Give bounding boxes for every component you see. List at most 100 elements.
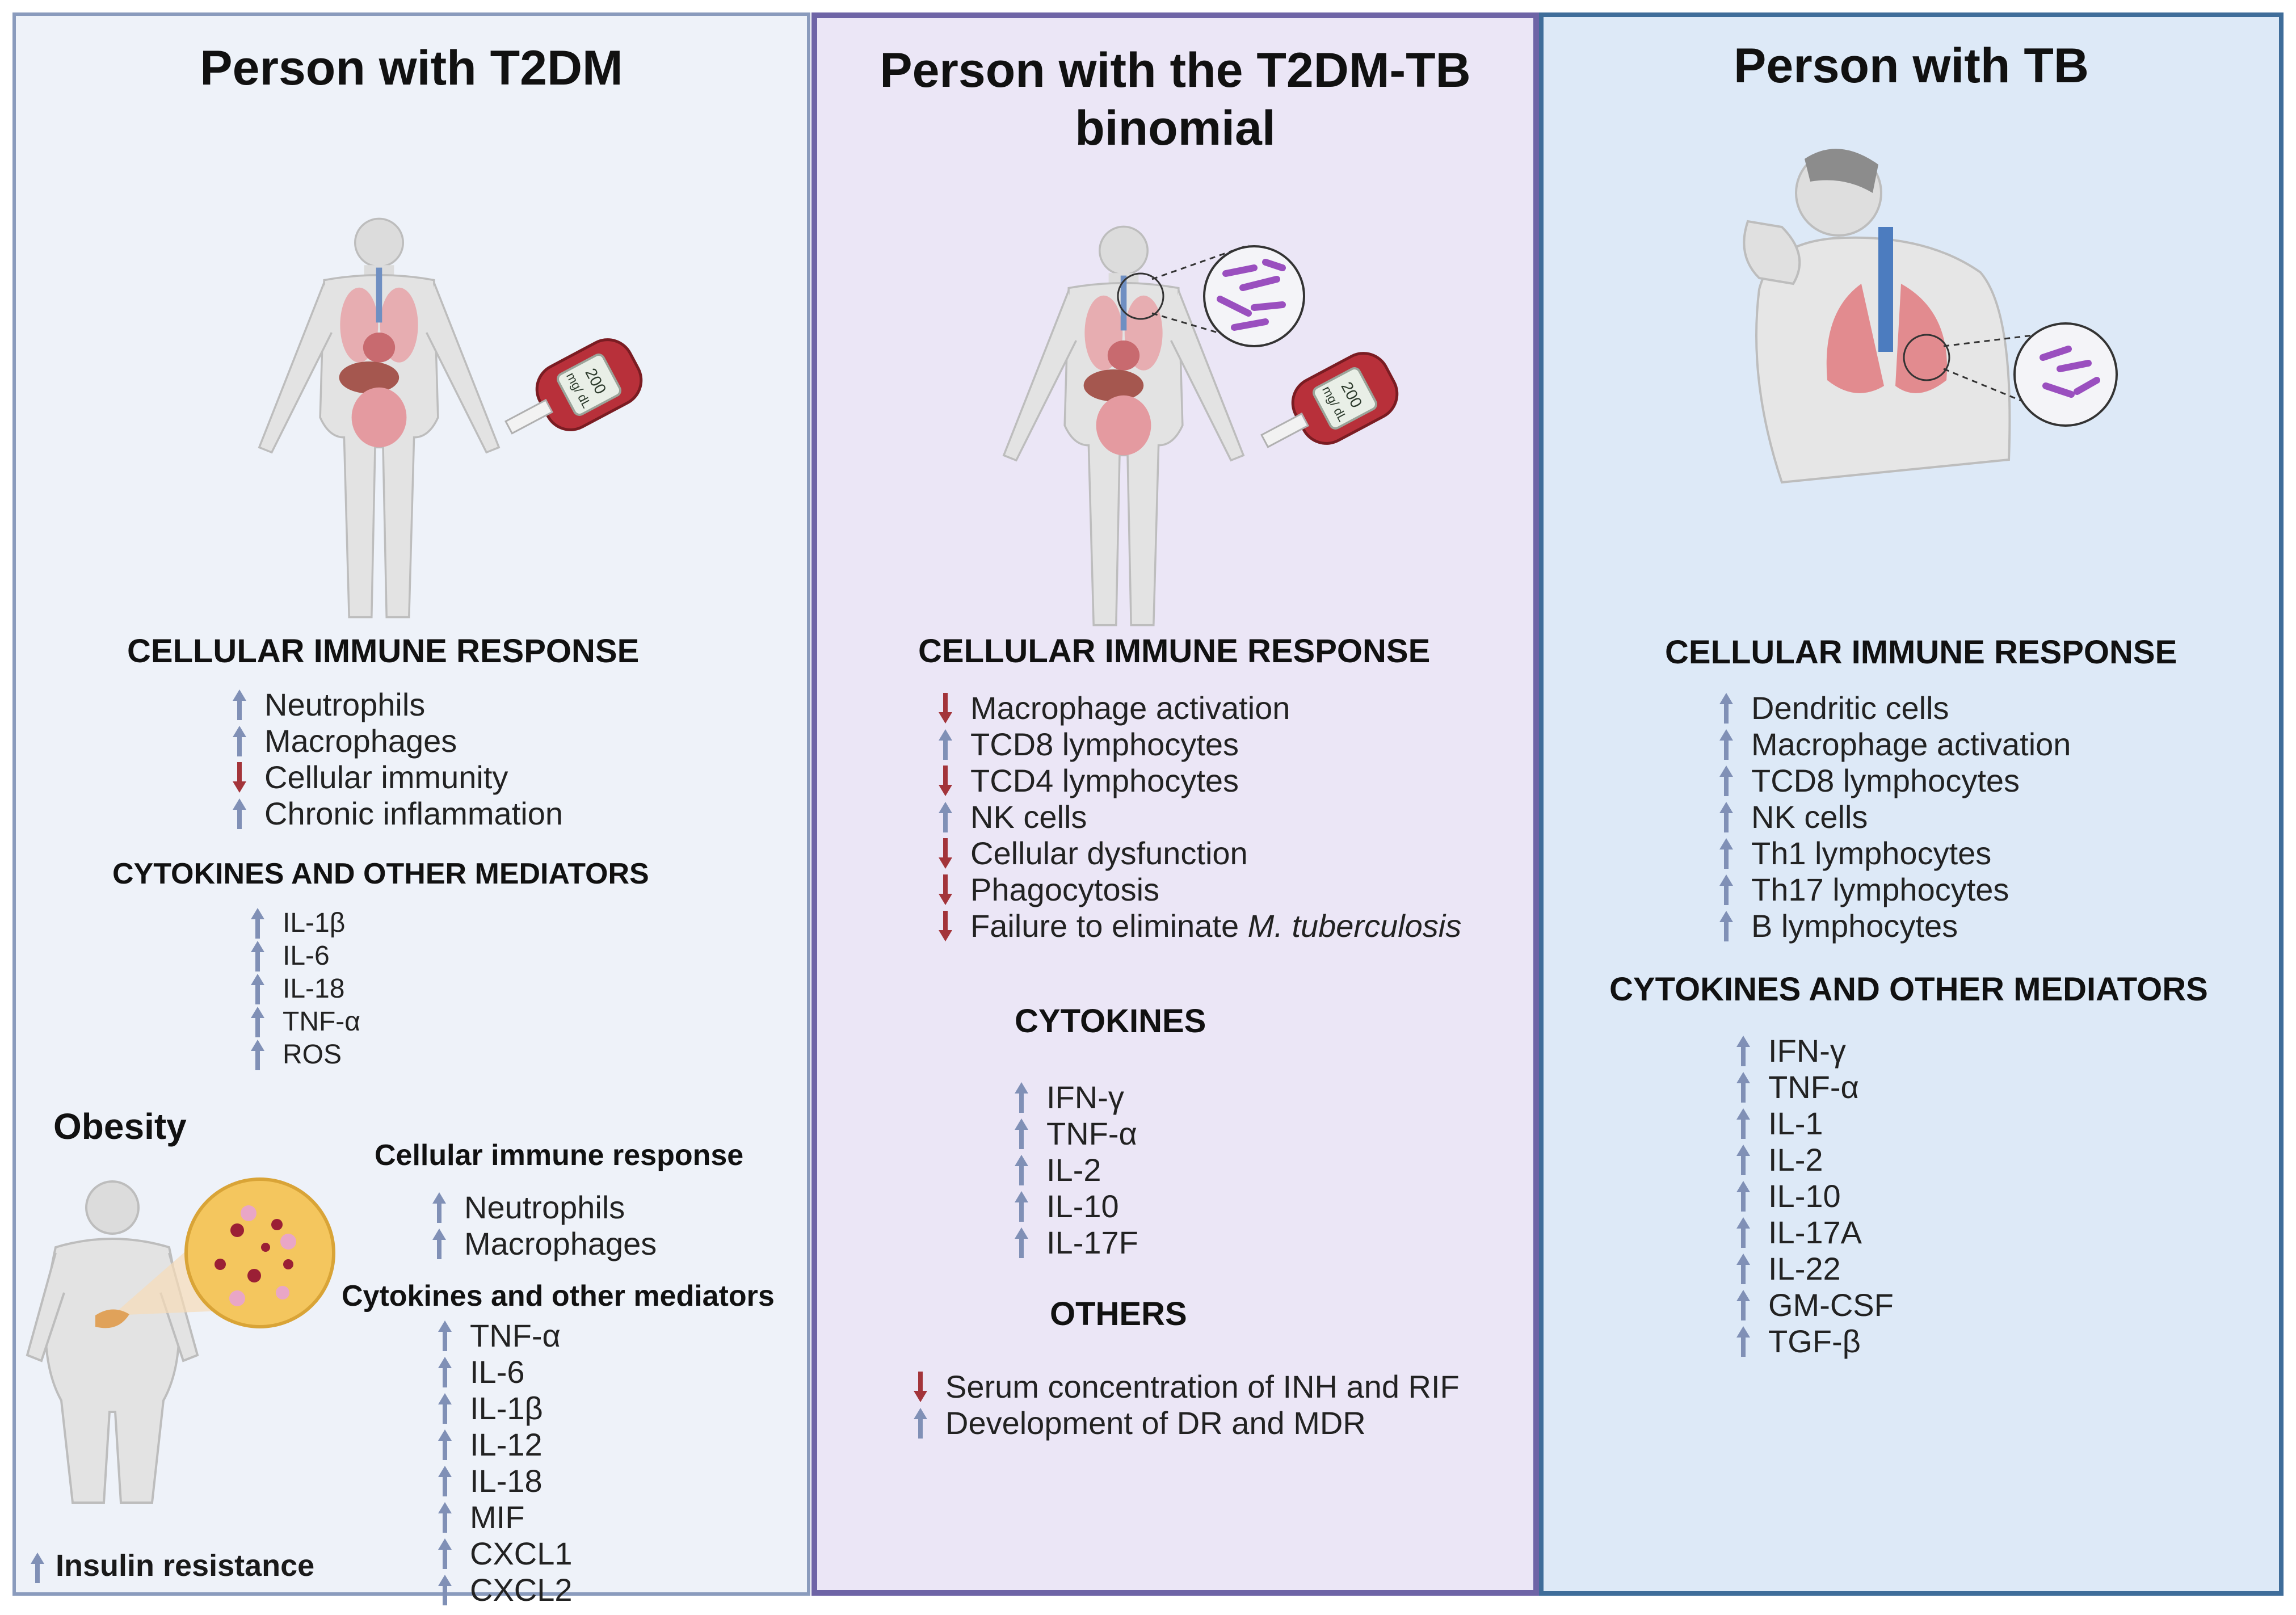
list-item-label: Cellular immunity — [264, 759, 508, 795]
fist-icon — [1743, 220, 1801, 285]
list-item-label: IL-12 — [470, 1427, 543, 1462]
list-item-label: TNF-α — [1768, 1069, 1859, 1105]
up-arrow-icon — [251, 908, 264, 939]
list-item-label: Neutrophils — [464, 1189, 625, 1225]
up-arrow-icon — [438, 1466, 452, 1496]
list-item-label: Failure to eliminate — [970, 908, 1248, 944]
up-arrow-icon — [438, 1393, 452, 1424]
panel-t2dm: Person with T2DM 200 mg/ dL CELLULAR IMM… — [12, 12, 810, 1608]
list-item: TGF-β — [1729, 1323, 1894, 1360]
list-item-label: MIF — [470, 1499, 525, 1535]
up-arrow-icon — [914, 1408, 927, 1439]
list-item-label: IL-1β — [283, 908, 346, 938]
up-arrow-icon — [31, 1552, 44, 1583]
list-item: Th1 lymphocytes — [1712, 835, 2071, 872]
list-item-label: CXCL2 — [470, 1572, 573, 1608]
list-item-label: TNF-α — [1046, 1116, 1137, 1151]
down-arrow-icon — [939, 766, 952, 796]
up-arrow-icon — [1719, 874, 1733, 905]
list-item: IL-18 — [430, 1463, 573, 1499]
list-item-label: IL-18 — [283, 974, 345, 1004]
list-item-label: GM-CSF — [1768, 1287, 1894, 1323]
up-arrow-icon — [1736, 1036, 1750, 1066]
list-item: IL-12 — [430, 1427, 573, 1463]
up-arrow-icon — [1736, 1181, 1750, 1212]
cellular-response-heading: CELLULAR IMMUNE RESPONSE — [918, 633, 1431, 670]
list-item: Neutrophils — [424, 1189, 657, 1226]
panel-title-line1: Person with the T2DM-TB — [880, 43, 1471, 98]
up-arrow-icon — [233, 726, 246, 756]
list-item: TNF-α — [430, 1318, 573, 1354]
up-arrow-icon — [1015, 1191, 1028, 1222]
up-arrow-icon — [1719, 693, 1733, 724]
list-item: IL-1β — [243, 907, 360, 940]
up-arrow-icon — [251, 974, 264, 1004]
list-item: Neutrophils — [225, 687, 563, 723]
list-item-label: IL-1β — [470, 1390, 543, 1426]
obesity-cytokines-heading: Cytokines and other mediators — [342, 1280, 775, 1313]
glucometer-icon: 200 mg/ dL — [1249, 344, 1406, 471]
list-item-label: Th1 lymphocytes — [1751, 835, 1992, 871]
up-arrow-icon — [1015, 1227, 1028, 1258]
list-item-label: IL-10 — [1768, 1178, 1841, 1214]
list-item-label: Th17 lymphocytes — [1751, 872, 2009, 907]
cellular-response-heading: CELLULAR IMMUNE RESPONSE — [127, 633, 640, 670]
list-item-label: CXCL1 — [470, 1536, 573, 1571]
cytokines-heading: CYTOKINES AND OTHER MEDIATORS — [1609, 971, 2208, 1008]
list-item-label: Development of DR and MDR — [945, 1405, 1366, 1441]
list-item: TNF-α — [1007, 1116, 1138, 1152]
list-item: TNF-α — [243, 1006, 360, 1038]
up-arrow-icon — [432, 1229, 446, 1259]
list-item: IL-10 — [1007, 1188, 1138, 1225]
list-item: IL-1β — [430, 1390, 573, 1427]
list-item: NK cells — [1712, 799, 2071, 835]
list-item-label: IL-10 — [1046, 1188, 1119, 1224]
list-item: IFN-γ — [1007, 1079, 1138, 1116]
list-item-label: IL-17F — [1046, 1225, 1138, 1260]
up-arrow-icon — [1736, 1254, 1750, 1284]
down-arrow-icon — [914, 1372, 927, 1402]
coughing-person-illustration — [1743, 149, 2118, 484]
panel-tb: Person with TB CELLULAR IMMUNE RESPONSE … — [1539, 12, 2284, 1596]
list-item: IL-17F — [1007, 1225, 1138, 1261]
list-item: Dendritic cells — [1712, 690, 2071, 726]
list-item: Failure to eliminate M. tuberculosis — [931, 908, 1461, 944]
list-item-label: Phagocytosis — [970, 872, 1160, 907]
up-arrow-icon — [233, 689, 246, 720]
list-item-label: IFN-γ — [1768, 1033, 1846, 1069]
list-item: Macrophage activation — [931, 690, 1461, 726]
up-arrow-icon — [1719, 838, 1733, 869]
up-arrow-icon — [432, 1192, 446, 1223]
list-item-label: Macrophage activation — [1751, 726, 2071, 762]
bacteria-zoom-icon — [2013, 322, 2118, 427]
list-item: Serum concentration of INH and RIF — [906, 1369, 1460, 1405]
list-item: Th17 lymphocytes — [1712, 872, 2071, 908]
list-item-label: Serum concentration of INH and RIF — [945, 1369, 1460, 1404]
list-item-label: IL-6 — [283, 941, 330, 971]
list-item-label: ROS — [283, 1040, 342, 1070]
list-item-label: IL-17A — [1768, 1214, 1862, 1250]
list-item-label: TNF-α — [283, 1007, 361, 1037]
list-item: Chronic inflammation — [225, 796, 563, 832]
up-arrow-icon — [251, 1040, 264, 1070]
up-arrow-icon — [1736, 1290, 1750, 1320]
list-item: Macrophages — [225, 723, 563, 759]
list-item-label: Macrophage activation — [970, 690, 1290, 726]
list-item: Development of DR and MDR — [906, 1405, 1460, 1441]
obesity-illustration — [26, 1177, 335, 1504]
up-arrow-icon — [251, 941, 264, 971]
list-item: IL-2 — [1007, 1152, 1138, 1188]
up-arrow-icon — [1719, 802, 1733, 832]
up-arrow-icon — [438, 1429, 452, 1460]
panel-t2dm-tb: Person with the T2DM-TB binomial 200 mg/… — [811, 12, 1539, 1596]
panel-title-line2: binomial — [1075, 101, 1276, 155]
list-item-label: Dendritic cells — [1751, 690, 1949, 726]
list-item-label: TGF-β — [1768, 1323, 1861, 1359]
list-item: TNF-α — [1729, 1069, 1894, 1105]
up-arrow-icon — [1015, 1155, 1028, 1185]
list-item: TCD8 lymphocytes — [931, 726, 1461, 763]
